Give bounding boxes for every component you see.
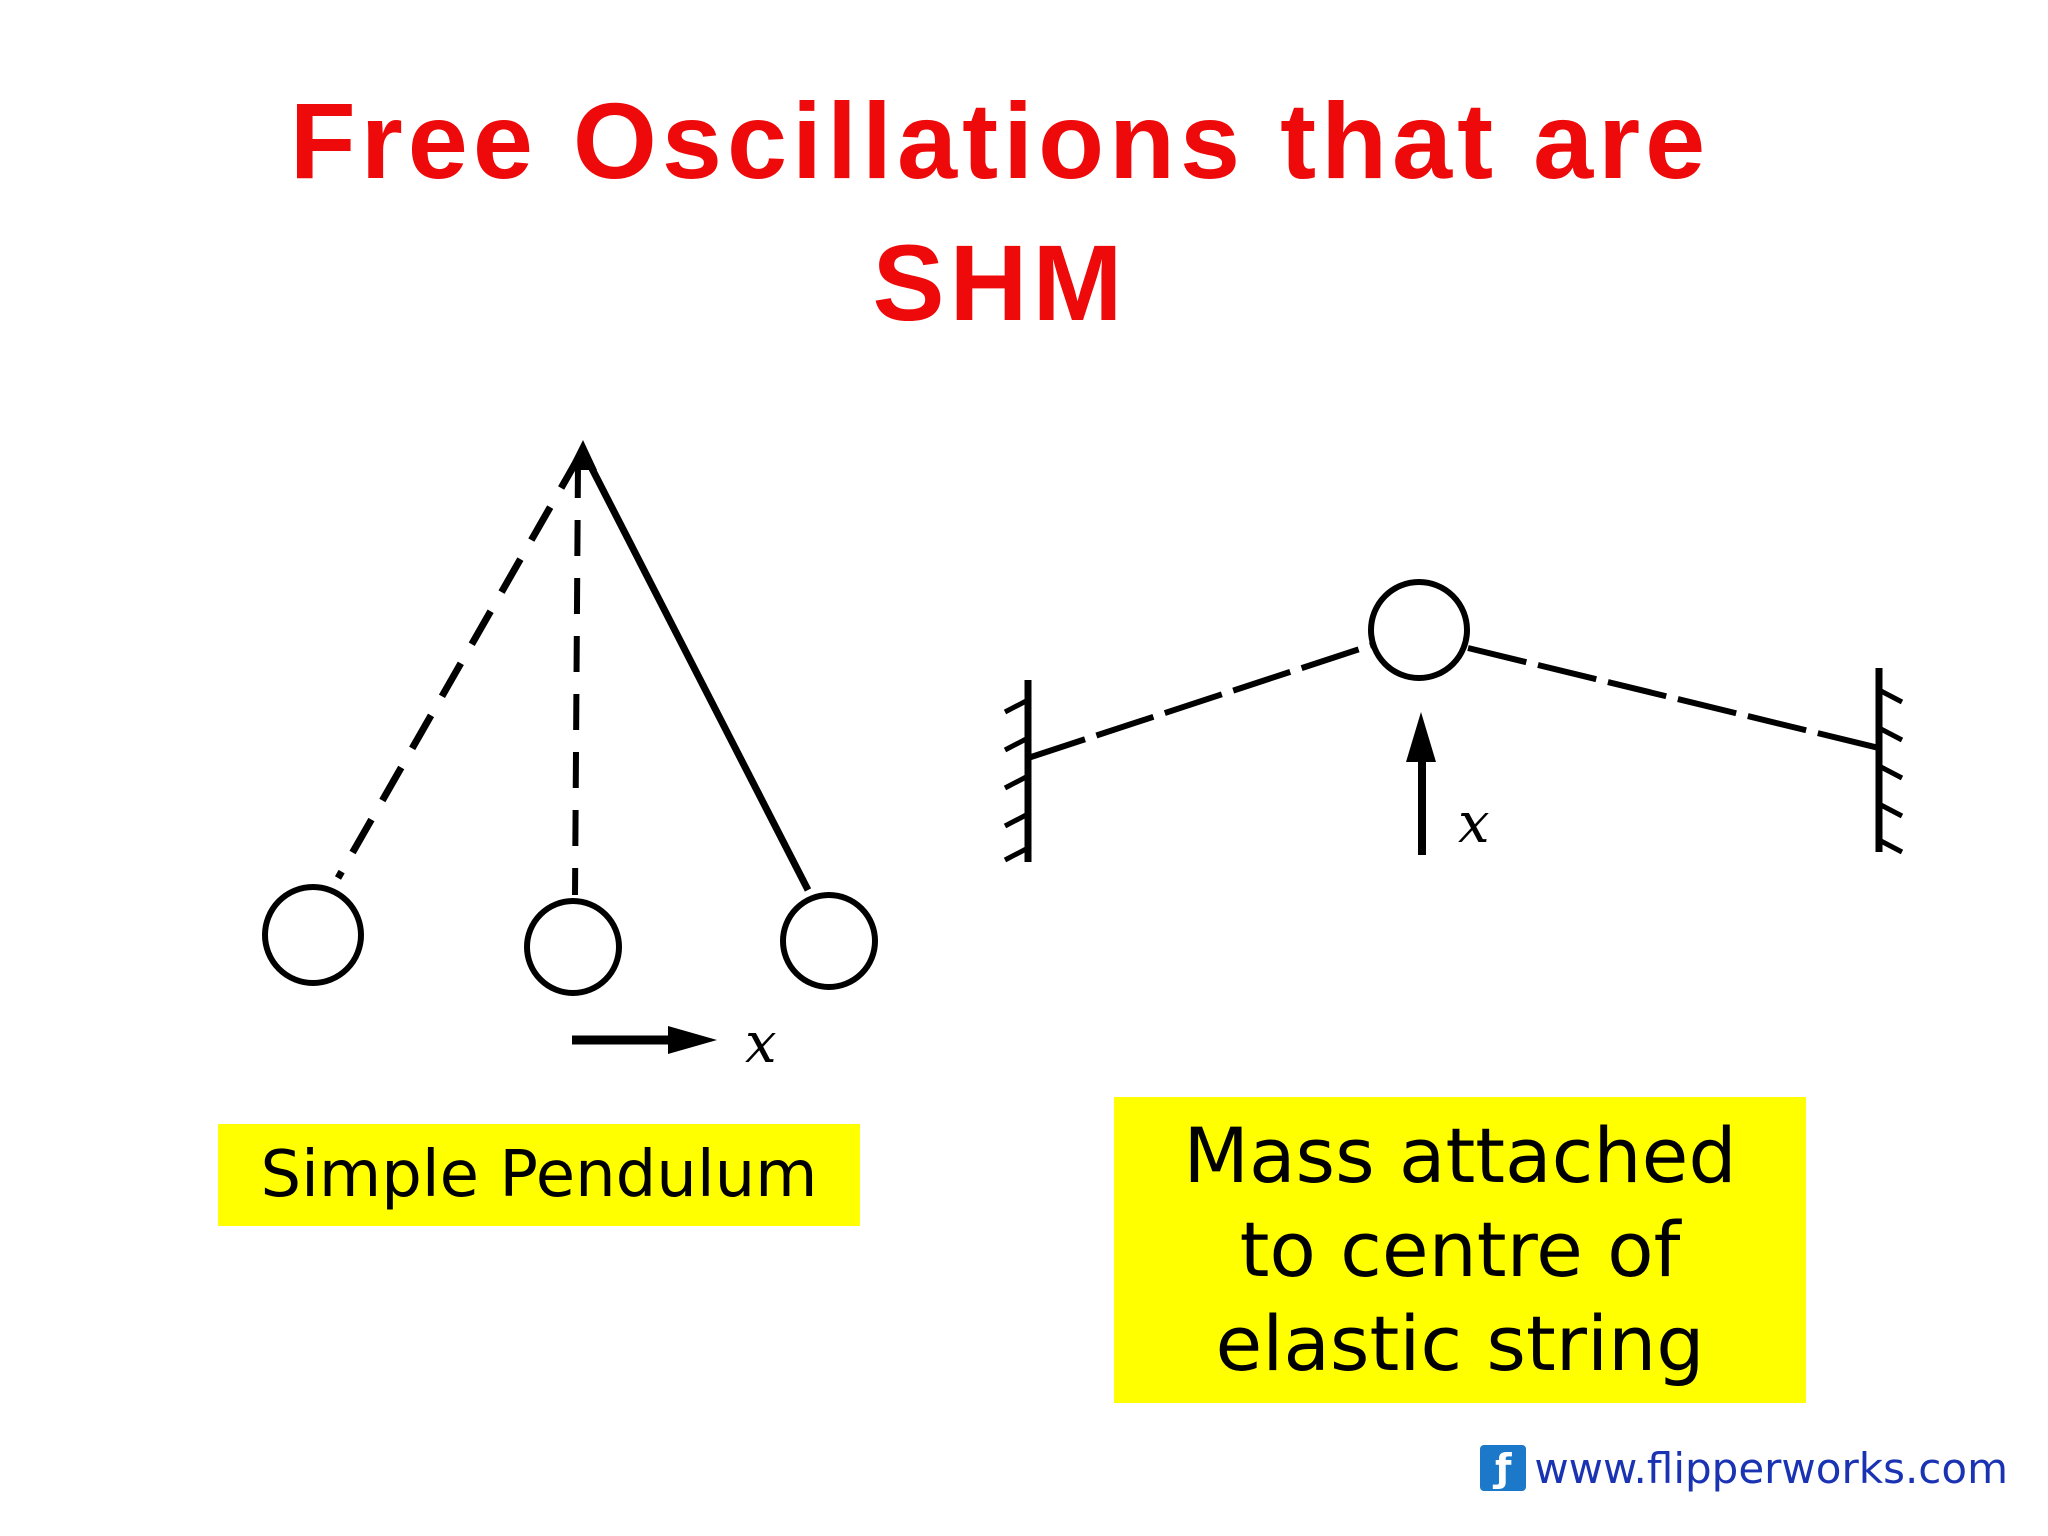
elastic-string-right-segment bbox=[1467, 645, 1880, 751]
caption-elastic-string-line-1: Mass attached bbox=[1183, 1111, 1737, 1200]
pendulum-bob-center bbox=[524, 898, 622, 996]
caption-simple-pendulum: Simple Pendulum bbox=[218, 1124, 860, 1226]
caption-elastic-string: Mass attached to centre of elastic strin… bbox=[1114, 1097, 1806, 1403]
right-wall-hatching bbox=[1877, 687, 1904, 855]
caption-elastic-string-line-2: to centre of bbox=[1239, 1205, 1681, 1294]
attached-mass bbox=[1368, 579, 1470, 681]
string-displacement-arrowhead bbox=[1406, 712, 1436, 762]
pendulum-bob-right bbox=[780, 892, 878, 990]
slide-title: Free Oscillations that are SHM bbox=[0, 70, 2000, 354]
slide-title-line-1: Free Oscillations that are bbox=[289, 80, 1711, 201]
elastic-string-left-segment bbox=[1027, 642, 1373, 761]
footer-url[interactable]: www.flipperworks.com bbox=[1534, 1443, 2008, 1493]
pendulum-axis-label: x bbox=[745, 1011, 777, 1076]
pendulum-bob-left bbox=[262, 884, 364, 986]
elastic-string-diagram bbox=[1003, 579, 1904, 863]
slide-title-line-2: SHM bbox=[872, 222, 1128, 343]
pendulum-diagram bbox=[262, 440, 878, 1054]
string-axis-label: x bbox=[1458, 791, 1490, 856]
footer-link[interactable]: ƒ www.flipperworks.com bbox=[1480, 1440, 2008, 1496]
pendulum-string-right-solid bbox=[581, 453, 812, 892]
pendulum-displacement-arrowhead bbox=[668, 1026, 717, 1054]
flipperworks-logo-icon: ƒ bbox=[1480, 1445, 1527, 1491]
left-wall-hatching bbox=[1003, 697, 1030, 863]
pendulum-string-left-dashed bbox=[334, 453, 584, 880]
caption-elastic-string-line-3: elastic string bbox=[1215, 1299, 1705, 1388]
pendulum-string-center-dashed bbox=[572, 461, 581, 896]
